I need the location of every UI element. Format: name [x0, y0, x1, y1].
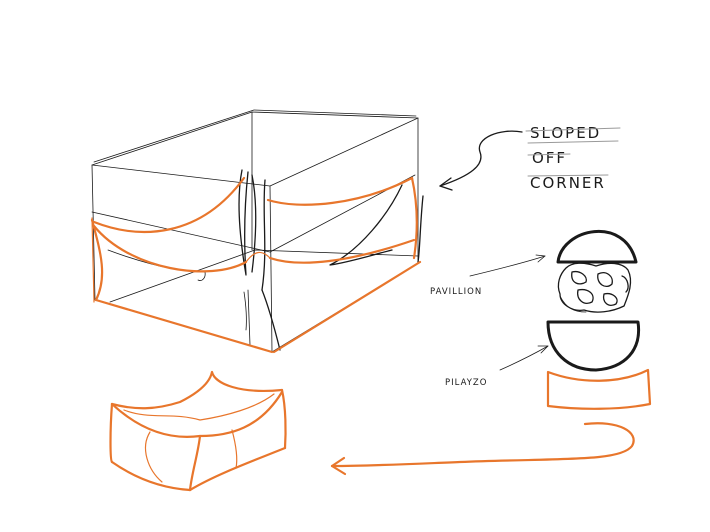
note-line-3: CORNER [530, 174, 606, 192]
note-line-2: OFF [532, 149, 567, 167]
pavilion-label: PAVILLION [430, 287, 482, 297]
pavilion-inner-volumes [557, 262, 632, 313]
small-box-sketch [109, 370, 287, 492]
note-arrow [439, 130, 523, 191]
pavilion-bottom-bowl [546, 320, 641, 372]
note-line-1: SLOPED [530, 124, 601, 142]
plinth-label: PILAYZO [445, 378, 487, 388]
return-arrow [330, 422, 635, 476]
box-orange-highlights [90, 176, 422, 354]
pavilion-top-dome [556, 229, 638, 264]
box-sketch [90, 109, 424, 354]
box-wireframe [91, 109, 424, 353]
note-text-block: SLOPED OFF CORNER [525, 124, 621, 192]
plinth-base [546, 368, 652, 410]
pavilion-assembly: PAVILLION PILAYZO [430, 229, 652, 410]
